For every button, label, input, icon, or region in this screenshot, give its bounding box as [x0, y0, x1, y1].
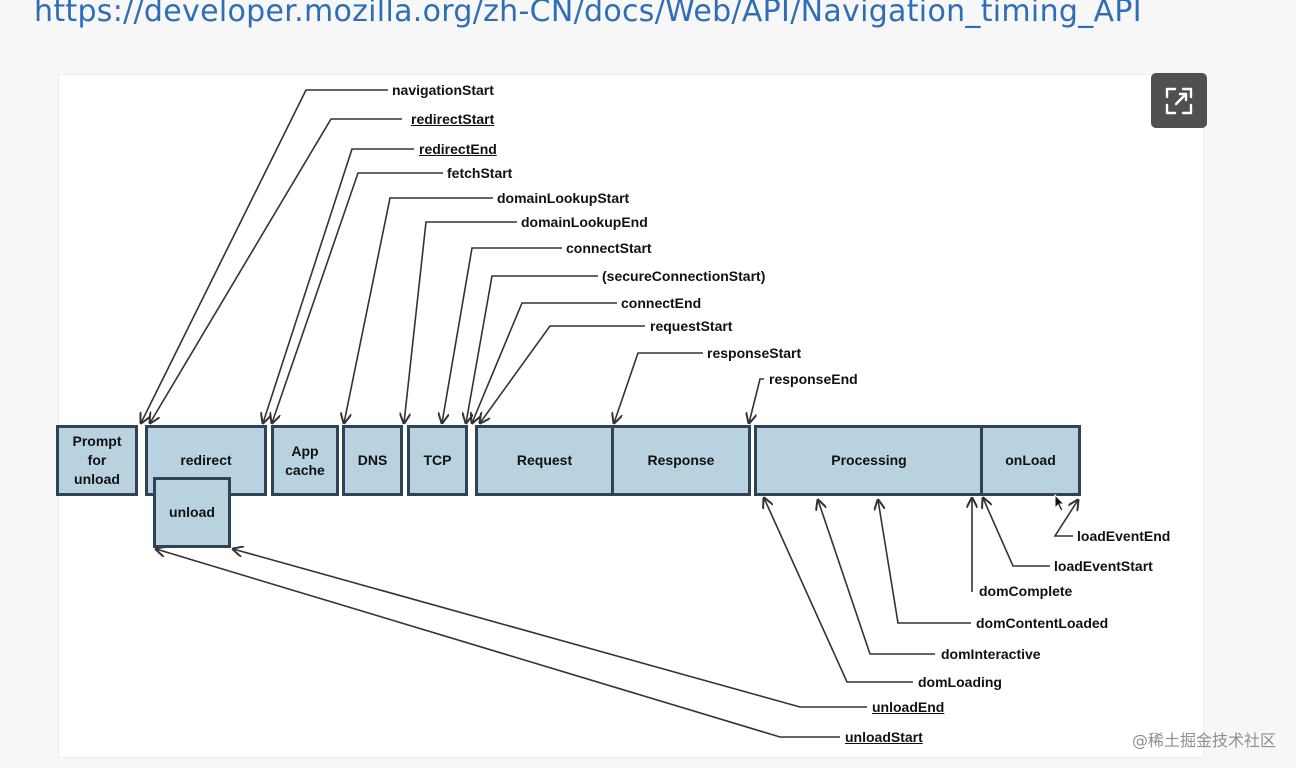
label-requestStart: requestStart — [650, 318, 733, 334]
label-domainLookupEnd: domainLookupEnd — [521, 214, 648, 230]
label-domInteractive: domInteractive — [941, 646, 1041, 662]
label-domContentLoaded: domContentLoaded — [976, 615, 1109, 631]
mouse-cursor-icon — [1054, 494, 1066, 512]
phase-response: Response — [611, 425, 751, 496]
label-unloadEnd[interactable]: unloadEnd — [872, 699, 945, 715]
arrow-domComplete — [972, 498, 973, 592]
phase-unload: unload — [153, 477, 231, 548]
arrow-responseStart — [614, 352, 703, 423]
arrow-requestStart — [480, 325, 645, 423]
phase-label: onLoad — [1005, 452, 1056, 468]
arrow-redirectEnd — [263, 148, 414, 423]
label-connectStart: connectStart — [566, 240, 652, 256]
phase-request: Request — [475, 425, 614, 496]
label-navigationStart: navigationStart — [392, 82, 494, 98]
phase-label: redirect — [180, 452, 232, 468]
arrow-connectStart — [442, 247, 562, 423]
arrow-loadEventEnd — [1053, 500, 1078, 537]
arrow-responseEnd — [749, 378, 764, 423]
arrow-secureConnectionStart — [466, 275, 598, 423]
arrow-domLoading — [764, 498, 913, 683]
label-redirectEnd[interactable]: redirectEnd — [419, 141, 497, 157]
expand-icon — [1165, 87, 1193, 115]
diagram-card — [58, 74, 1204, 758]
label-fetchStart: fetchStart — [447, 165, 513, 181]
phase-label: Processing — [831, 452, 907, 468]
arrow-fetchStart — [272, 172, 443, 423]
label-responseStart: responseStart — [707, 345, 802, 361]
phase-processing: Processing — [754, 425, 984, 496]
watermark: @稀土掘金技术社区 — [1131, 731, 1276, 750]
phase-label: Request — [516, 452, 573, 468]
phase-prompt-for-unload: Prompt for unload — [56, 425, 138, 496]
phase-onload: onLoad — [980, 425, 1081, 496]
label-domComplete: domComplete — [979, 583, 1073, 599]
arrow-navigationStart — [141, 89, 388, 423]
label-loadEventStart: loadEventStart — [1054, 558, 1153, 574]
label-loadEventEnd: loadEventEnd — [1077, 528, 1171, 544]
phase-label: App cache — [285, 442, 325, 478]
phase-tcp: TCP — [407, 425, 468, 496]
arrow-connectEnd — [472, 302, 617, 423]
expand-button[interactable] — [1151, 73, 1207, 128]
phase-dns: DNS — [342, 425, 403, 496]
arrow-domContentLoaded — [878, 500, 971, 624]
phase-app-cache: App cache — [271, 425, 339, 496]
page-url[interactable]: https://developer.mozilla.org/zh-CN/docs… — [34, 0, 1142, 29]
label-domLoading: domLoading — [918, 674, 1002, 690]
arrow-redirectStart — [150, 118, 402, 423]
phase-label: Prompt for unload — [72, 433, 122, 487]
phase-label: DNS — [357, 452, 388, 468]
label-unloadStart[interactable]: unloadStart — [845, 729, 923, 745]
phase-label: TCP — [423, 452, 452, 468]
arrow-domainLookupEnd — [404, 221, 517, 423]
label-responseEnd: responseEnd — [769, 371, 858, 387]
label-redirectStart[interactable]: redirectStart — [411, 111, 495, 127]
label-secureConnectionStart: (secureConnectionStart) — [602, 268, 766, 284]
arrow-domInteractive — [818, 500, 935, 655]
arrow-unloadStart — [156, 549, 840, 738]
label-connectEnd: connectEnd — [621, 295, 702, 311]
arrow-unloadEnd — [233, 549, 867, 708]
arrow-domainLookupStart — [344, 197, 493, 423]
arrow-loadEventStart — [983, 498, 1050, 567]
label-domainLookupStart: domainLookupStart — [497, 190, 630, 206]
phase-label: unload — [169, 504, 215, 520]
phase-label: Response — [647, 452, 715, 468]
